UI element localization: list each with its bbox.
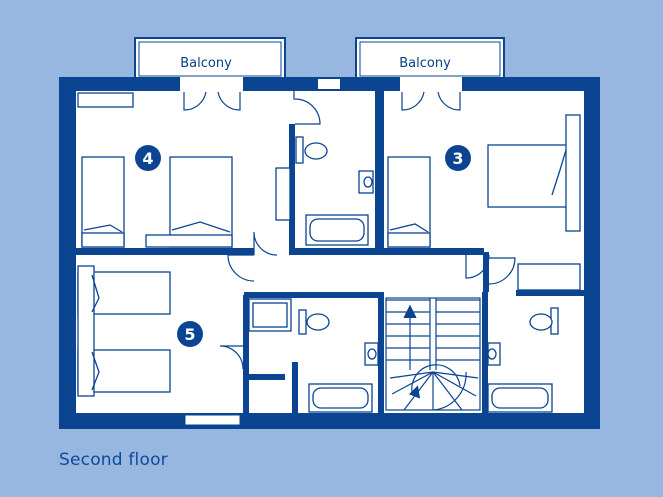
interior-walls [76,91,584,413]
bathroom-room-3 [487,263,581,413]
balcony-right-label: Balcony [399,56,451,71]
room-4-marker: 4 [135,145,161,171]
room-5-furniture [77,265,171,397]
room-3-furniture [387,114,581,248]
doors [183,91,516,370]
floor-caption: Second floor [59,450,168,470]
room-3-number: 3 [452,149,463,168]
room-4-furniture [77,92,291,248]
staircase [385,297,481,411]
room-5-marker: 5 [177,321,203,347]
bathroom-top [295,136,374,246]
balcony-left-label: Balcony [180,56,232,71]
bathroom-room-5 [248,298,379,413]
room-4-number: 4 [142,149,153,168]
room-3-marker: 3 [445,145,471,171]
room-5-number: 5 [184,325,195,344]
balcony-left: Balcony [134,37,286,81]
balcony-right: Balcony [355,37,505,81]
